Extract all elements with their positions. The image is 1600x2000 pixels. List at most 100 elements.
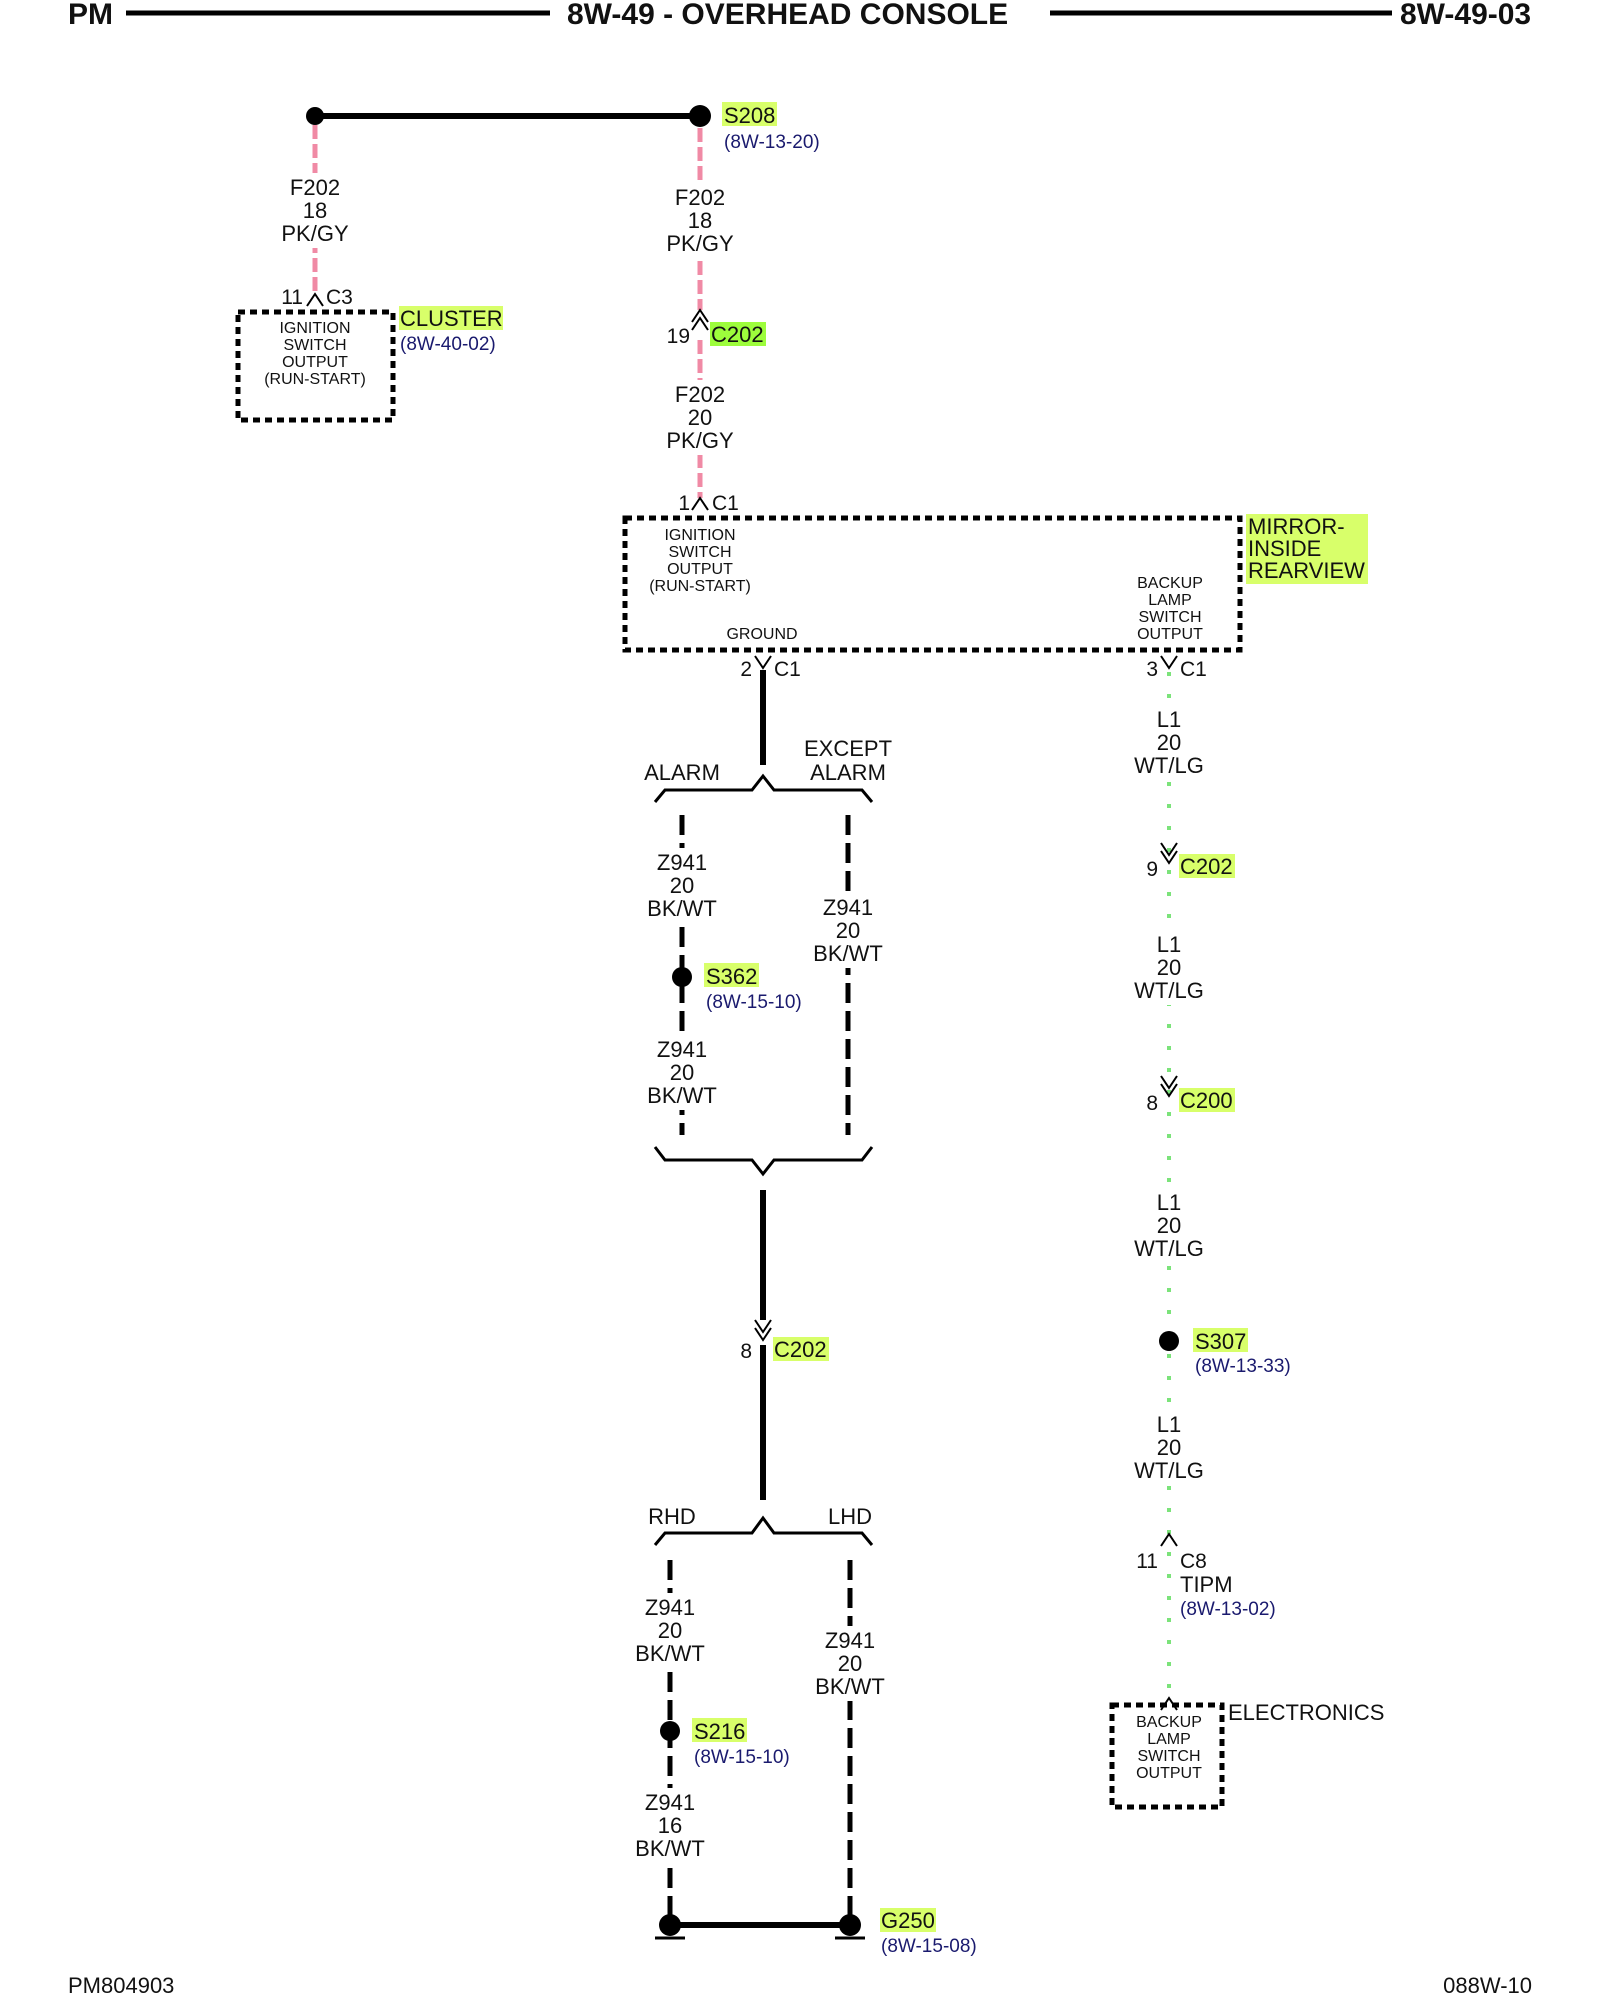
splice-s307-dot <box>1159 1331 1179 1351</box>
c202c-label: C202 <box>774 1337 827 1362</box>
c202b-label: C202 <box>1180 854 1233 879</box>
svg-text:PK/GY: PK/GY <box>666 231 734 256</box>
svg-text:OUTPUT: OUTPUT <box>1137 626 1203 643</box>
tipm-name: TIPM <box>1180 1572 1233 1597</box>
wire-label-w10: L1 20 WT/LG <box>1134 707 1204 778</box>
splice-s362-ref: (8W-15-10) <box>706 992 802 1013</box>
svg-text:L1: L1 <box>1157 707 1181 732</box>
svg-text:BK/WT: BK/WT <box>635 1641 705 1666</box>
mirror-c1-connector: C1 <box>712 492 739 515</box>
wire-label-w1: F202 18 PK/GY <box>281 175 349 246</box>
tipm-electronics: ELECTRONICS <box>1228 1700 1384 1725</box>
mirror-c1-pin3: 3 <box>1146 658 1158 681</box>
svg-text:F202: F202 <box>290 175 340 200</box>
ground-dot-right <box>839 1914 861 1936</box>
svg-text:REARVIEW: REARVIEW <box>1248 558 1365 583</box>
cluster-ref: (8W-40-02) <box>400 334 496 355</box>
wire-label-w8: Z941 20 BK/WT <box>815 1628 885 1699</box>
mirror-name: MIRROR- INSIDE REARVIEW <box>1248 514 1365 583</box>
mirror-c1-label-3: C1 <box>1180 658 1207 681</box>
splice-s307-label: S307 <box>1195 1329 1246 1354</box>
option-except-1: EXCEPT <box>804 736 892 761</box>
svg-text:F202: F202 <box>675 382 725 407</box>
splice-s216-ref: (8W-15-10) <box>694 1747 790 1768</box>
splice-s216-label: S216 <box>694 1719 745 1744</box>
svg-text:LAMP: LAMP <box>1147 1731 1191 1748</box>
splice-dot <box>306 107 324 125</box>
svg-text:(RUN-START): (RUN-START) <box>264 371 366 388</box>
header-left: PM <box>68 0 113 31</box>
svg-text:IGNITION: IGNITION <box>279 320 350 337</box>
svg-text:WT/LG: WT/LG <box>1134 1236 1204 1261</box>
svg-text:L1: L1 <box>1157 1412 1181 1437</box>
ground-g250-label: G250 <box>881 1908 935 1933</box>
svg-text:OUTPUT: OUTPUT <box>1136 1765 1202 1782</box>
ground-dot-left <box>659 1914 681 1936</box>
svg-text:20: 20 <box>838 1651 862 1676</box>
header-title: 8W-49 - OVERHEAD CONSOLE <box>567 0 1008 31</box>
svg-text:Z941: Z941 <box>657 850 707 875</box>
svg-text:SWITCH: SWITCH <box>1138 609 1201 626</box>
wire-label-w7: Z941 20 BK/WT <box>635 1595 705 1666</box>
svg-text:BACKUP: BACKUP <box>1137 575 1203 592</box>
svg-text:20: 20 <box>1157 730 1181 755</box>
svg-text:OUTPUT: OUTPUT <box>282 354 348 371</box>
splice-s208-ref: (8W-13-20) <box>724 132 820 153</box>
cluster-pin: 11 <box>281 286 303 309</box>
svg-text:BK/WT: BK/WT <box>815 1674 885 1699</box>
option-lhd: LHD <box>828 1504 872 1529</box>
splice-s362-dot <box>672 967 692 987</box>
splice-s362-label: S362 <box>706 964 757 989</box>
splice-s307-ref: (8W-13-33) <box>1195 1356 1291 1377</box>
svg-text:SWITCH: SWITCH <box>1137 1748 1200 1765</box>
tipm-pin: 11 <box>1136 1550 1158 1573</box>
svg-text:Z941: Z941 <box>825 1628 875 1653</box>
svg-text:PK/GY: PK/GY <box>281 221 349 246</box>
cluster-function: IGNITION SWITCH OUTPUT (RUN-START) <box>264 320 366 388</box>
splice-s208-label: S208 <box>724 103 775 128</box>
cluster-name: CLUSTER <box>400 306 503 331</box>
footer-left: PM804903 <box>68 1973 174 1998</box>
svg-text:SWITCH: SWITCH <box>283 337 346 354</box>
mirror-c1-label-2: C1 <box>774 658 801 681</box>
svg-text:20: 20 <box>688 405 712 430</box>
tipm-box <box>1109 1702 1225 1810</box>
svg-text:20: 20 <box>1157 955 1181 980</box>
option-rhd: RHD <box>648 1504 696 1529</box>
svg-text:OUTPUT: OUTPUT <box>667 561 733 578</box>
svg-text:INSIDE: INSIDE <box>1248 536 1321 561</box>
svg-text:20: 20 <box>670 873 694 898</box>
wire-label-w5: Z941 20 BK/WT <box>647 1037 717 1108</box>
wire-label-w2: F202 18 PK/GY <box>666 185 734 256</box>
svg-text:20: 20 <box>836 918 860 943</box>
svg-text:Z941: Z941 <box>657 1037 707 1062</box>
svg-text:IGNITION: IGNITION <box>664 527 735 544</box>
svg-text:WT/LG: WT/LG <box>1134 978 1204 1003</box>
svg-text:BACKUP: BACKUP <box>1136 1714 1202 1731</box>
svg-text:LAMP: LAMP <box>1148 592 1192 609</box>
svg-text:WT/LG: WT/LG <box>1134 753 1204 778</box>
c202c-pin: 8 <box>740 1340 752 1363</box>
svg-text:F202: F202 <box>675 185 725 210</box>
svg-text:16: 16 <box>658 1813 682 1838</box>
svg-text:Z941: Z941 <box>645 1790 695 1815</box>
svg-text:PK/GY: PK/GY <box>666 428 734 453</box>
mirror-func-right: BACKUP LAMP SWITCH OUTPUT <box>1137 575 1203 643</box>
footer-right: 088W-10 <box>1443 1973 1532 1998</box>
svg-text:L1: L1 <box>1157 932 1181 957</box>
svg-text:BK/WT: BK/WT <box>635 1836 705 1861</box>
svg-text:20: 20 <box>658 1618 682 1643</box>
option-except-2: ALARM <box>810 760 886 785</box>
option-alarm: ALARM <box>644 760 720 785</box>
c202a-pin: 19 <box>667 325 690 348</box>
c200-pin: 8 <box>1146 1092 1158 1115</box>
header-page: 8W-49-03 <box>1400 0 1531 31</box>
splice-s216-dot <box>660 1721 680 1741</box>
svg-text:BK/WT: BK/WT <box>647 896 717 921</box>
mirror-ground-label: GROUND <box>726 626 797 643</box>
svg-text:L1: L1 <box>1157 1190 1181 1215</box>
splice-s208-dot <box>689 105 711 127</box>
tipm-connector: C8 <box>1180 1550 1207 1573</box>
wire-label-w3: F202 20 PK/GY <box>666 382 734 453</box>
